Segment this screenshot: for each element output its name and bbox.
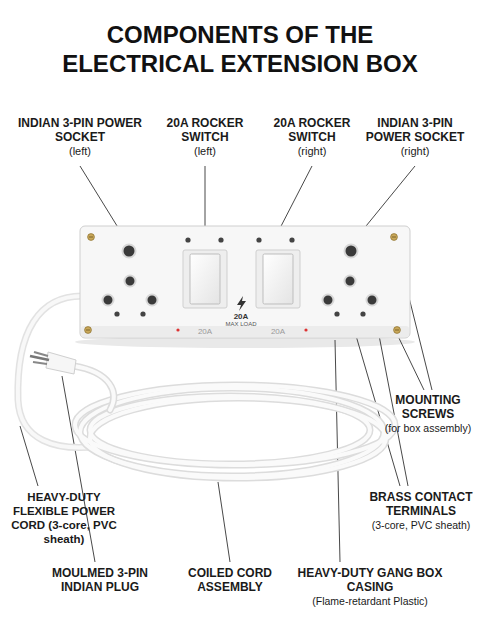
part-note: (left): [18, 145, 142, 158]
part-label: MOULMED 3-PIN INDIAN PLUG: [40, 566, 160, 594]
part-note: (3-core, PVC sheath): [365, 519, 477, 532]
part-label: MOUNTING SCREWS: [378, 393, 478, 421]
part-label: 20A ROCKER SWITCH: [155, 116, 255, 144]
part-label: COILED CORD ASSEMBLY: [182, 566, 278, 594]
part-note: (for box assembly): [378, 422, 478, 435]
part-label: HEAVY-DUTY FLEXIBLE POWER CORD (3-core, …: [4, 490, 124, 546]
part-note: (left): [155, 145, 255, 158]
part-label: HEAVY-DUTY GANG BOX CASING: [295, 566, 445, 594]
part-note: (Flame-retardant Plastic): [285, 595, 455, 608]
title: COMPONENTS OF THE ELECTRICAL EXTENSION B…: [30, 20, 450, 78]
coiled-cord: [75, 385, 395, 478]
plug: [30, 352, 76, 374]
part-note: (right): [357, 145, 473, 158]
part-label: BRASS CONTACT TERMINALS: [365, 490, 477, 518]
part-label: INDIAN 3-PIN POWER SOCKET: [357, 116, 473, 144]
rating-text: MAX LOAD: [221, 321, 261, 328]
rating-text: 20A: [226, 312, 256, 321]
gang-box: [80, 226, 410, 338]
rating-text: 20A: [190, 327, 220, 336]
part-note: (right): [262, 145, 362, 158]
rating-text: 20A: [263, 327, 293, 336]
lightning-symbol: [237, 296, 246, 311]
part-label: INDIAN 3-PIN POWER SOCKET: [18, 116, 142, 144]
part-label: 20A ROCKER SWITCH: [262, 116, 362, 144]
